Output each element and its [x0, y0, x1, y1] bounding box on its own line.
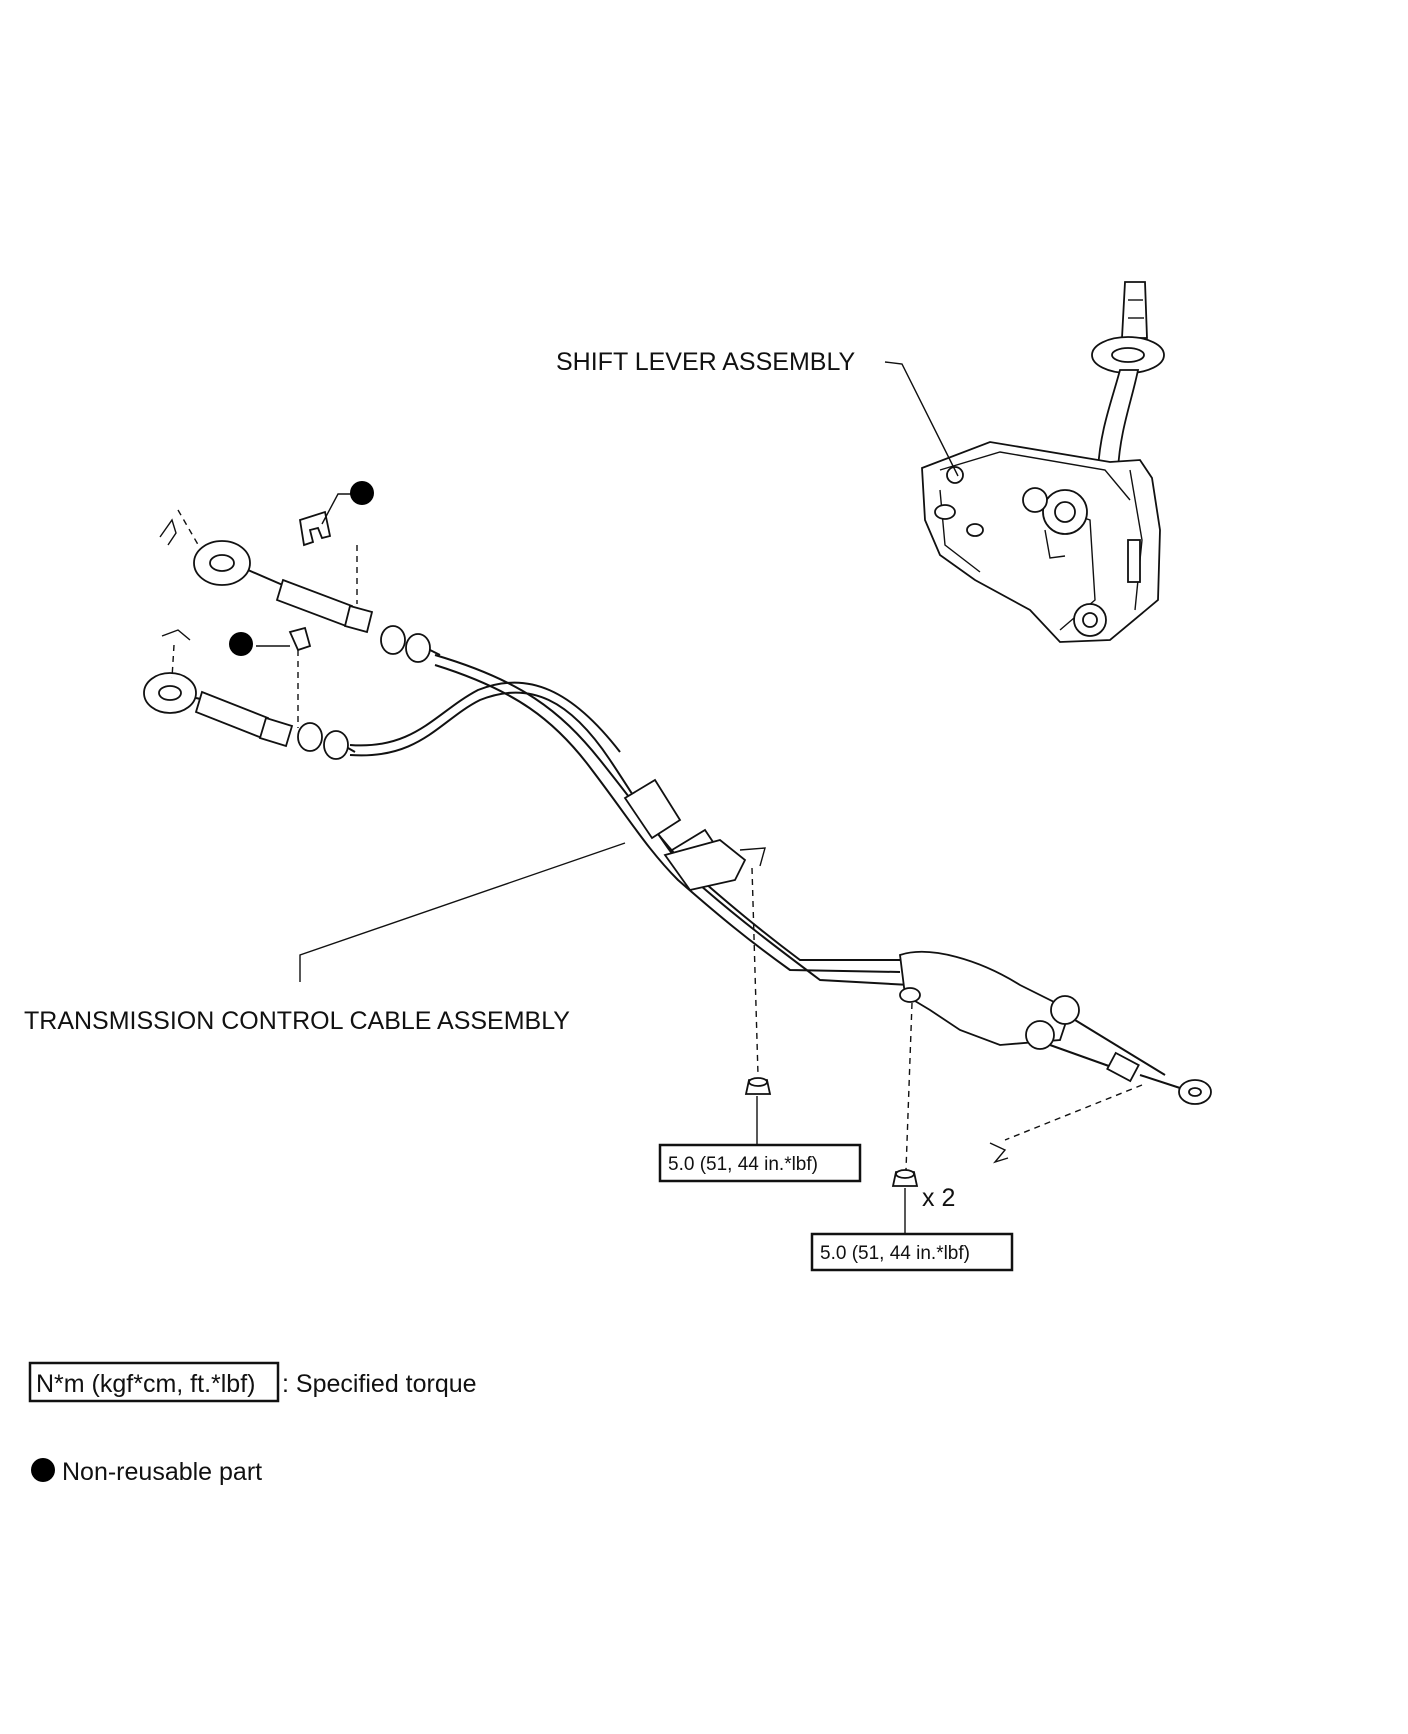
torque-callout-box-1 — [658, 1143, 862, 1183]
control-cable-assembly-drawing — [349, 654, 1212, 1105]
torque-callout-box-2 — [810, 1232, 1014, 1272]
quantity-label: x 2 — [922, 1184, 955, 1212]
upper-cable-end-drawing — [159, 518, 441, 663]
torque-callout-value-2: 5.0 (51, 44 in.*lbf) — [820, 1243, 970, 1264]
torque-callout-value-1: 5.0 (51, 44 in.*lbf) — [668, 1154, 818, 1175]
legend-torque-unit: N*m (kgf*cm, ft.*lbf) — [36, 1370, 255, 1398]
legend-nonreusable-description: Non-reusable part — [62, 1458, 262, 1486]
lower-cable-end-drawing — [143, 629, 356, 760]
alignment-lines — [171, 509, 1143, 1171]
shift-lever-assembly-drawing — [921, 281, 1165, 643]
legend-torque-description: : Specified torque — [282, 1370, 477, 1398]
control-cable-assembly-label: TRANSMISSION CONTROL CABLE ASSEMBLY — [24, 1007, 570, 1035]
legend: N*m (kgf*cm, ft.*lbf) : Specified torque… — [28, 1361, 477, 1486]
nonreusable-marker-lower-clip — [229, 632, 253, 656]
nut-parts — [744, 1077, 1009, 1187]
shift-lever-assembly-label: SHIFT LEVER ASSEMBLY — [556, 348, 856, 376]
retainer-clips-drawing — [288, 510, 332, 652]
legend-nonreusable-marker — [31, 1458, 55, 1482]
nonreusable-marker-upper-clip — [350, 481, 374, 505]
legend-torque-unit-box — [28, 1361, 280, 1403]
leader-lines — [256, 361, 959, 1234]
